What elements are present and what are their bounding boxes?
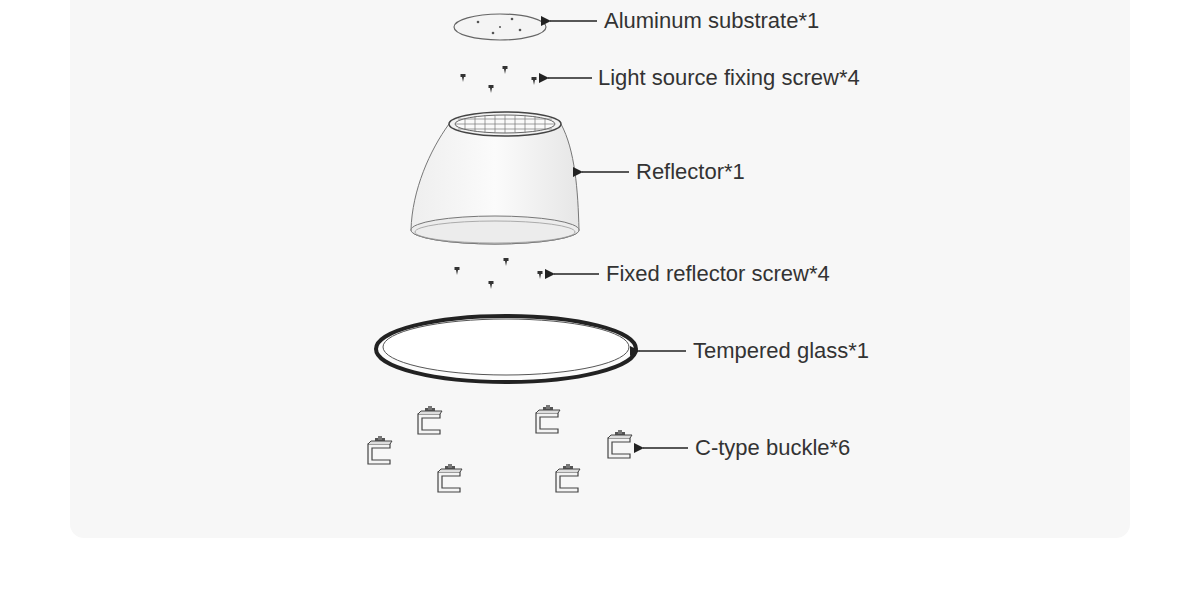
- part-label: Light source fixing screw*4: [598, 67, 860, 89]
- part-label: Aluminum substrate*1: [604, 10, 819, 32]
- part-label: C-type buckle*6: [695, 437, 850, 459]
- part-label: Tempered glass*1: [693, 340, 869, 362]
- part-label: Reflector*1: [636, 161, 745, 183]
- part-label: Fixed reflector screw*4: [606, 263, 830, 285]
